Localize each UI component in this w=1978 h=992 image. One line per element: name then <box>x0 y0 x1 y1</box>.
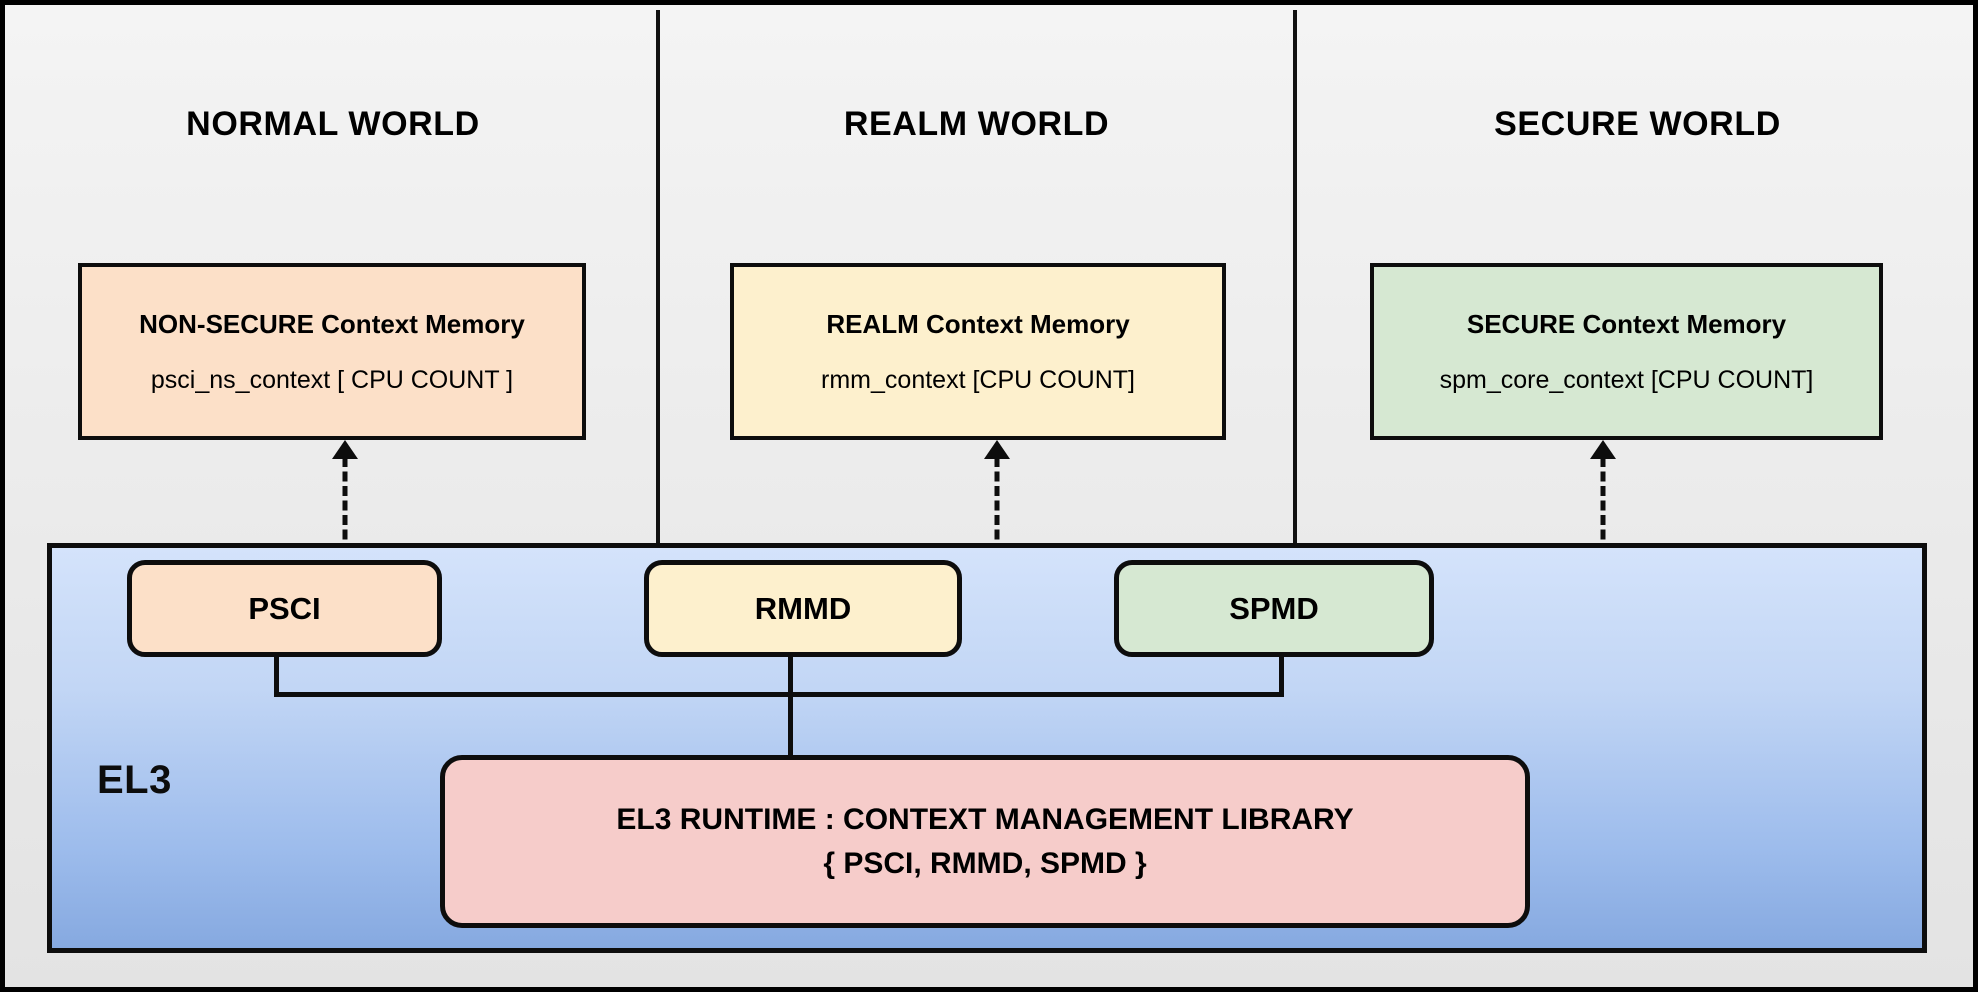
world-title-realm: REALM WORLD <box>843 105 1110 143</box>
world-column-secure: SECURE WORLD <box>1297 10 1973 543</box>
context-memory-box-realm: REALM Context Memory rmm_context [CPU CO… <box>730 263 1226 440</box>
runtime-library-line-2: { PSCI, RMMD, SPMD } <box>823 846 1147 880</box>
world-column-realm: REALM WORLD <box>660 10 1297 543</box>
connector-horizontal-bus <box>274 692 1284 697</box>
dispatcher-spmd-label: SPMD <box>1229 590 1319 626</box>
connector-drop-spmd <box>1279 655 1284 696</box>
el3-runtime-library-box: EL3 RUNTIME : CONTEXT MANAGEMENT LIBRARY… <box>440 755 1530 928</box>
dispatcher-psci-label: PSCI <box>248 590 321 626</box>
arrowhead-up-icon <box>1590 440 1616 459</box>
runtime-library-line-1: EL3 RUNTIME : CONTEXT MANAGEMENT LIBRARY <box>616 803 1354 836</box>
context-memory-subtitle-secure: spm_core_context [CPU COUNT] <box>1439 365 1814 394</box>
context-memory-subtitle-realm: rmm_context [CPU COUNT] <box>821 365 1135 394</box>
connector-drop-rmmd <box>788 655 793 696</box>
connector-drop-psci <box>274 655 279 696</box>
context-memory-subtitle-non-secure: psci_ns_context [ CPU COUNT ] <box>150 365 514 394</box>
context-memory-title-secure: SECURE Context Memory <box>1466 308 1787 339</box>
context-memory-box-non-secure: NON-SECURE Context Memory psci_ns_contex… <box>78 263 586 440</box>
dispatcher-rmmd[interactable]: RMMD <box>644 560 962 657</box>
el3-panel: EL3 PSCI RMMD SPMD EL3 RUNTIME : CONTEXT… <box>47 543 1927 953</box>
context-memory-title-realm: REALM Context Memory <box>826 308 1130 339</box>
dispatcher-rmmd-label: RMMD <box>754 590 852 626</box>
arrowhead-up-icon <box>332 440 358 459</box>
world-title-normal: NORMAL WORLD <box>186 105 480 143</box>
context-memory-title-non-secure: NON-SECURE Context Memory <box>139 308 525 339</box>
dispatcher-spmd[interactable]: SPMD <box>1114 560 1434 657</box>
context-memory-box-secure: SECURE Context Memory spm_core_context [… <box>1370 263 1883 440</box>
dispatcher-psci[interactable]: PSCI <box>127 560 442 657</box>
connector-bus-to-runtime <box>788 692 793 758</box>
world-column-normal: NORMAL WORLD <box>10 10 660 543</box>
arrowhead-up-icon <box>984 440 1010 459</box>
world-title-secure: SECURE WORLD <box>1494 105 1781 143</box>
el3-label: EL3 <box>97 758 172 802</box>
